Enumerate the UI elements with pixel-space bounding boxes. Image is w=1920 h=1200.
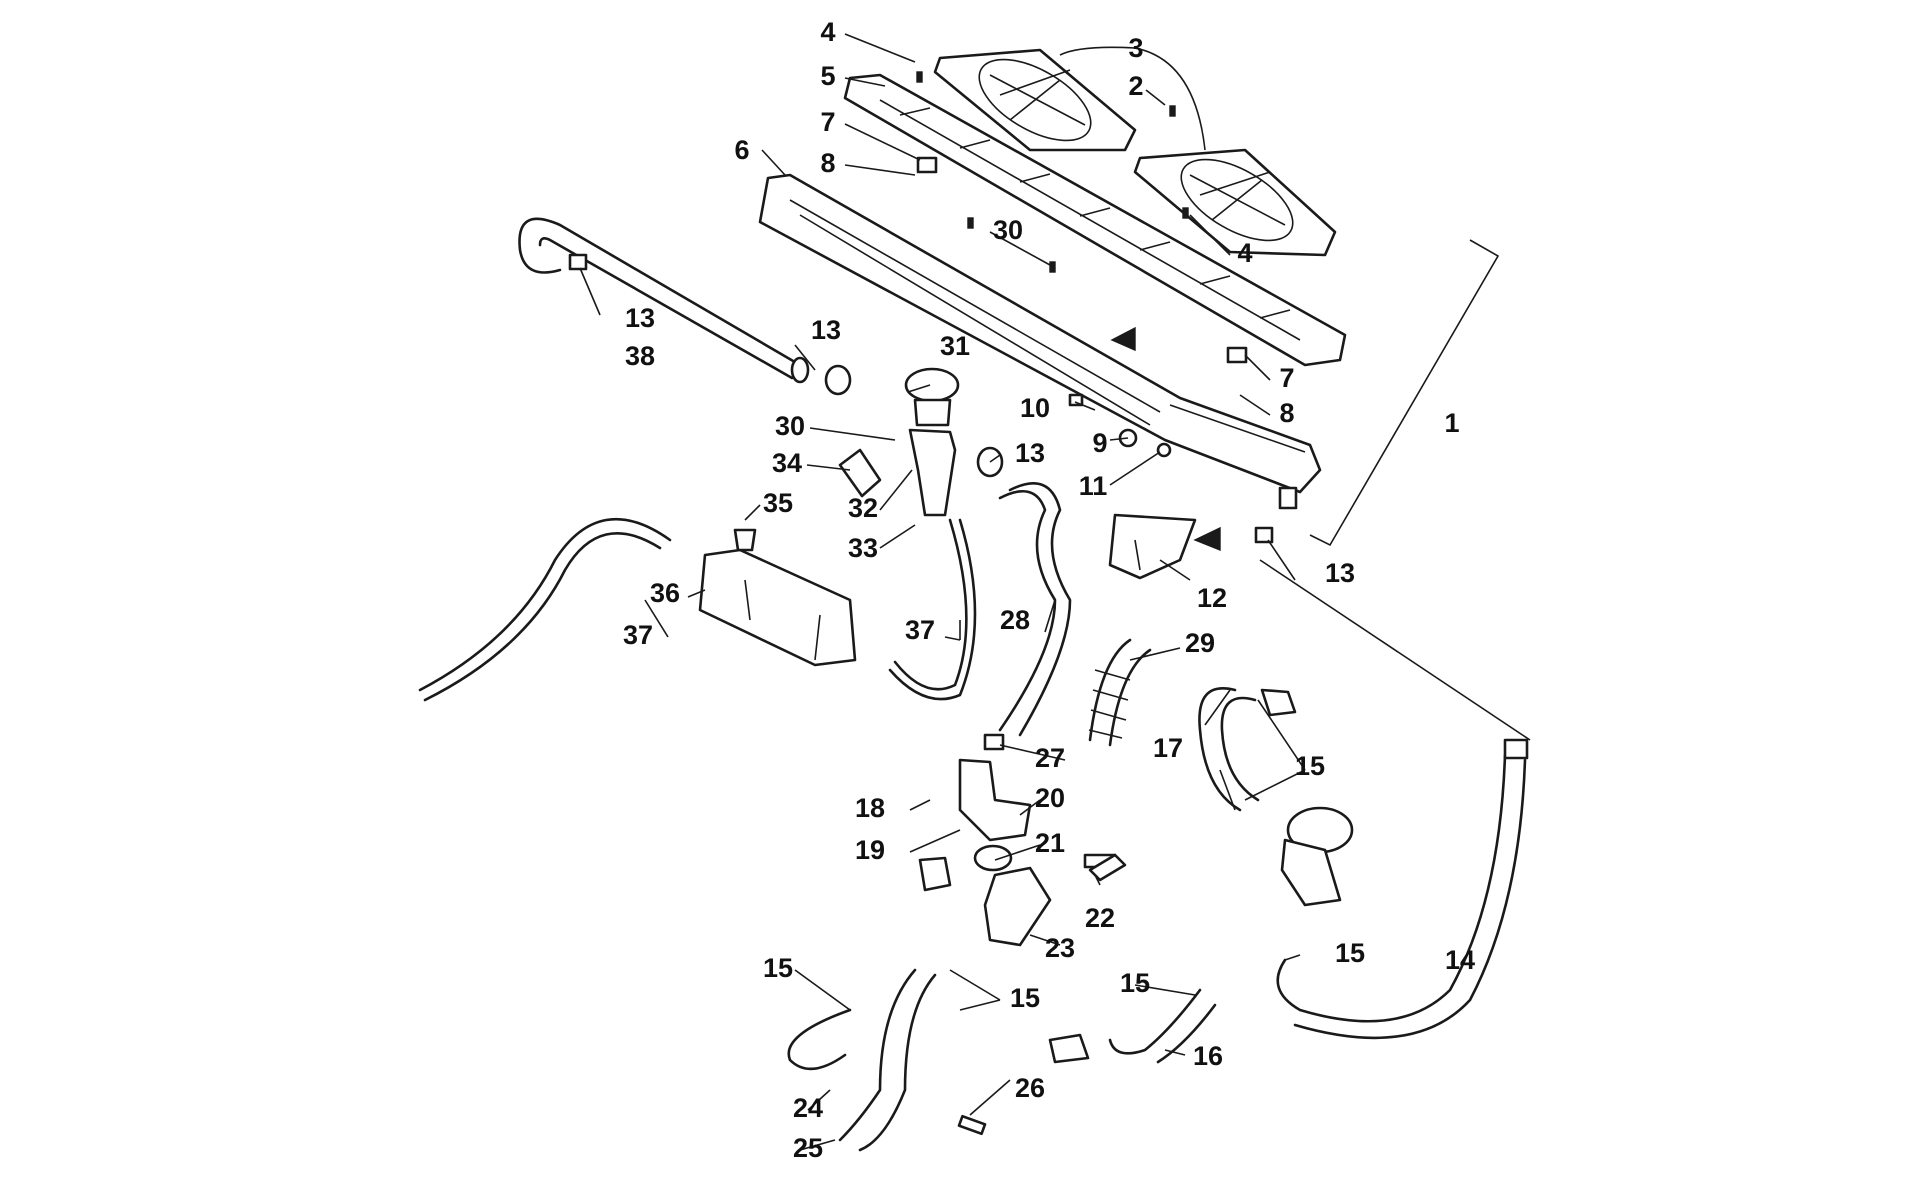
callout-37: 37	[905, 615, 935, 645]
callout-7: 7	[1279, 363, 1294, 393]
callout-8: 8	[820, 148, 835, 178]
callout-14: 14	[1445, 945, 1475, 975]
callout-8: 8	[1279, 398, 1294, 428]
heater-fitting	[1048, 1033, 1090, 1064]
callout-15: 15	[763, 953, 793, 983]
shroud	[843, 73, 1347, 367]
overflow-hose	[888, 518, 977, 701]
direction-arrow-lower	[1193, 526, 1221, 552]
callout-26: 26	[1015, 1073, 1045, 1103]
callout-12: 12	[1197, 583, 1227, 613]
callout-34: 34	[772, 448, 802, 478]
callout-labels: 1 2 3 4 4 5 6 7 7 8 8 9 10 11 12 13 13 1…	[623, 17, 1475, 1163]
leader-lines	[579, 33, 1306, 1151]
fan-assembly-lower	[1133, 148, 1337, 257]
corrugated-hose	[1088, 638, 1152, 747]
callout-30: 30	[775, 411, 805, 441]
callout-22: 22	[1085, 903, 1115, 933]
callout-7: 7	[820, 107, 835, 137]
air-duct	[1108, 513, 1197, 580]
callout-37: 37	[623, 620, 653, 650]
callout-35: 35	[763, 488, 793, 518]
callout-25: 25	[793, 1133, 823, 1163]
callout-16: 16	[1193, 1041, 1223, 1071]
callout-28: 28	[1000, 605, 1030, 635]
pump-fitting	[1260, 688, 1297, 717]
hose-clamp	[957, 1114, 987, 1136]
hose-clamp	[568, 253, 588, 271]
callout-15: 15	[1335, 938, 1365, 968]
callout-11: 11	[1079, 471, 1108, 501]
reservoir-bracket	[838, 448, 882, 498]
callout-13: 13	[1015, 438, 1045, 468]
callout-32: 32	[848, 493, 878, 523]
callout-27: 27	[1035, 743, 1065, 773]
callout-4: 4	[1237, 238, 1252, 268]
callout-2: 2	[1128, 71, 1143, 101]
callout-3: 3	[1128, 33, 1143, 63]
callout-13: 13	[811, 315, 841, 345]
water-pump	[1280, 806, 1354, 907]
return-hose	[1276, 753, 1527, 1040]
upper-hose	[518, 217, 802, 367]
callout-6: 6	[734, 135, 749, 165]
direction-arrow-upper	[1110, 326, 1136, 352]
callout-24: 24	[793, 1093, 823, 1123]
radiator	[758, 173, 1322, 510]
callout-21: 21	[1035, 828, 1065, 858]
callout-36: 36	[650, 578, 680, 608]
callout-10: 10	[1020, 393, 1050, 423]
callout-13: 13	[625, 303, 655, 333]
hose-clamp	[824, 364, 852, 396]
callout-9: 9	[1092, 428, 1107, 458]
callout-33: 33	[848, 533, 878, 563]
callout-15: 15	[1295, 751, 1325, 781]
callout-4: 4	[820, 17, 835, 47]
fan-assembly-upper	[933, 48, 1137, 152]
overflow-hose	[418, 517, 672, 692]
radiator-hose	[1008, 482, 1072, 737]
coolant-reservoir	[698, 528, 857, 667]
heater-hose	[1108, 988, 1217, 1064]
callout-15: 15	[1010, 983, 1040, 1013]
callout-23: 23	[1045, 933, 1075, 963]
callout-5: 5	[820, 61, 835, 91]
bypass-hose-left	[787, 1008, 852, 1071]
callout-20: 20	[1035, 783, 1065, 813]
callout-19: 19	[855, 835, 885, 865]
callout-15: 15	[1120, 968, 1150, 998]
assembly-bracket	[1309, 239, 1500, 547]
bypass-hose-right	[838, 968, 937, 1152]
pump-hose	[1198, 687, 1260, 812]
callout-31: 31	[940, 331, 970, 361]
hose-clamp	[1254, 526, 1274, 544]
callout-18: 18	[855, 793, 885, 823]
callout-17: 17	[1153, 733, 1183, 763]
callout-13: 13	[1325, 558, 1355, 588]
callout-38: 38	[625, 341, 655, 371]
filler-neck	[904, 367, 960, 517]
callout-1: 1	[1444, 408, 1459, 438]
callout-29: 29	[1185, 628, 1215, 658]
callout-30: 30	[993, 215, 1023, 245]
assembly-bracket-lower	[1259, 559, 1531, 741]
